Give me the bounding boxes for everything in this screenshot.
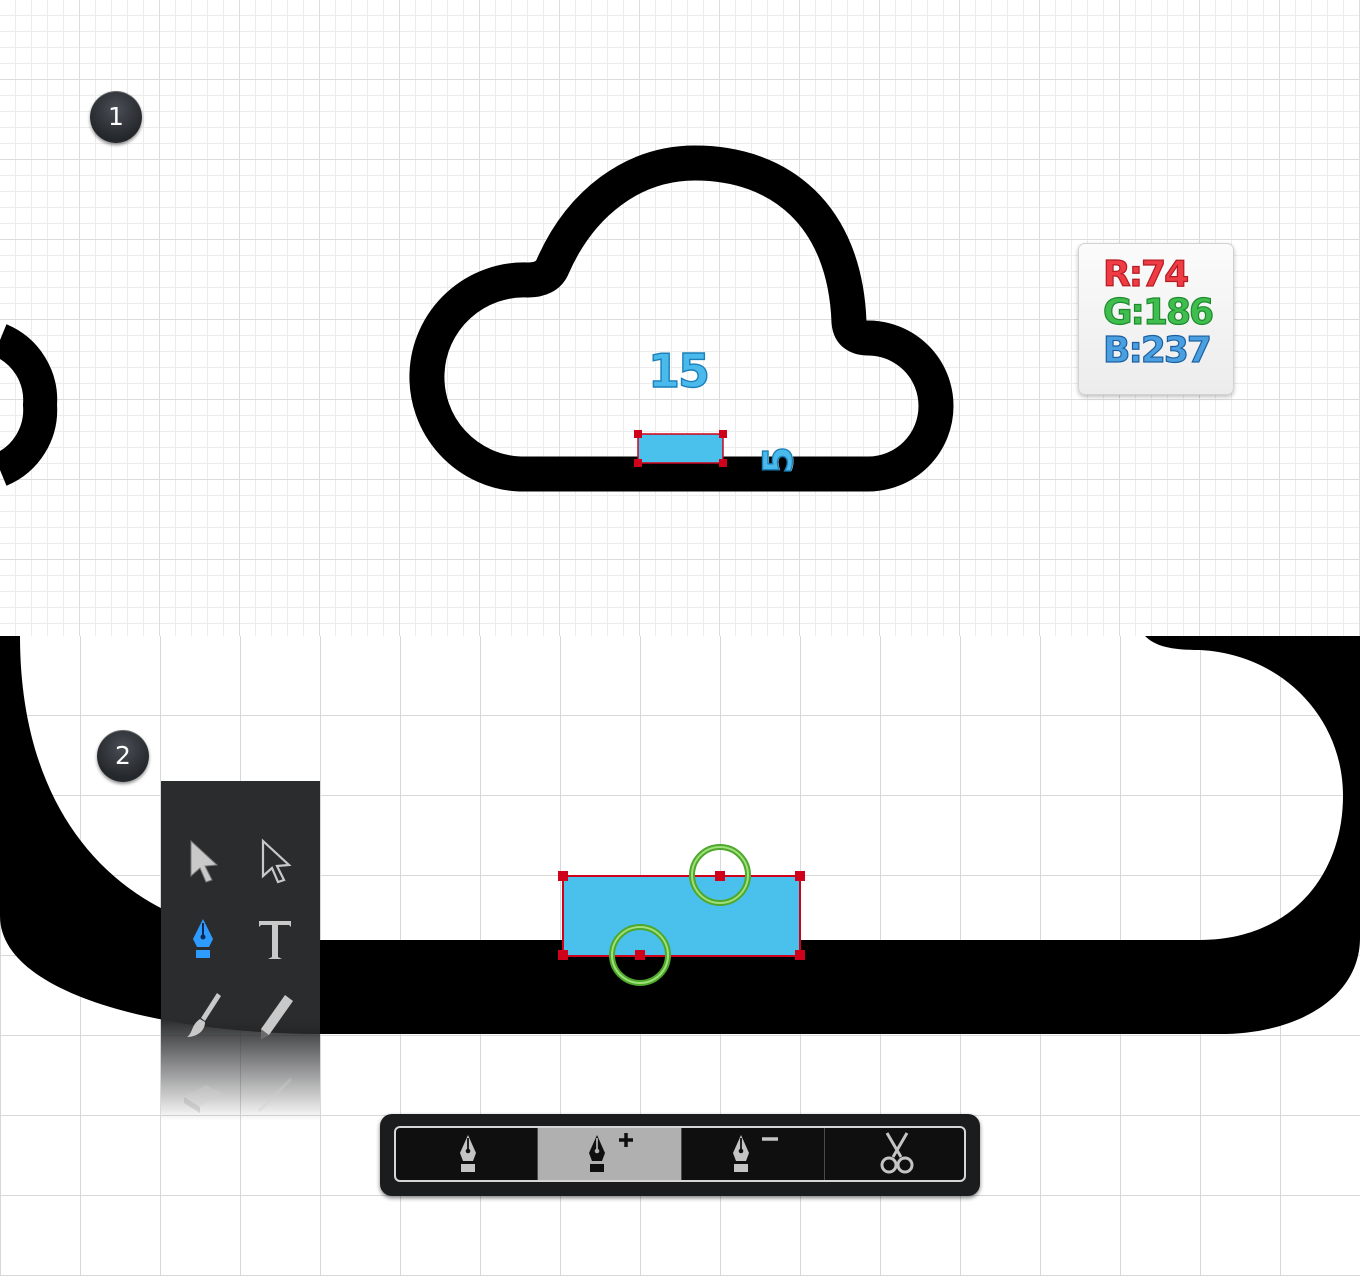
add-anchor-point-button[interactable] (538, 1128, 681, 1180)
step-number-badge: 1 (90, 91, 142, 143)
width-dimension-label: 15 (647, 343, 710, 398)
blue-rectangle[interactable] (562, 875, 801, 957)
blue-rectangle[interactable] (637, 433, 724, 464)
type-tool[interactable] (250, 911, 300, 967)
pen-tool[interactable] (178, 911, 228, 967)
selection-arrow-icon (190, 839, 219, 883)
pen-tool-options-group (394, 1126, 966, 1182)
scissors-button[interactable] (825, 1128, 964, 1180)
step-1-panel: 1 15 5 R:74 G:186 B:237 (0, 0, 1360, 636)
paintbrush-tool[interactable] (178, 989, 228, 1045)
add-anchor-point-icon (588, 1133, 633, 1172)
anchor-point[interactable] (795, 950, 805, 960)
partial-cloud-edge (0, 324, 58, 486)
pen-tool-icon (193, 919, 213, 958)
selection-tool[interactable] (178, 833, 228, 889)
divider (681, 1128, 682, 1180)
step-1-artwork (0, 145, 954, 492)
red-value: R:74 (1102, 254, 1189, 295)
green-value: G:186 (1102, 292, 1214, 333)
blue-value: B:237 (1102, 330, 1212, 371)
type-tool-icon (259, 921, 291, 959)
pen-nib-icon (459, 1135, 476, 1172)
step-number-badge: 2 (97, 730, 149, 782)
tools-panel (161, 781, 320, 1121)
height-dimension-label: 5 (755, 445, 802, 474)
anchor-point[interactable] (795, 871, 805, 881)
rgb-color-card: R:74 G:186 B:237 (1078, 243, 1234, 395)
eraser-tool[interactable] (178, 1067, 228, 1123)
direct-selection-arrow-icon (261, 838, 292, 884)
line-segment-icon (257, 1077, 293, 1113)
scissors-icon (880, 1132, 913, 1174)
highlight-ring (611, 926, 669, 984)
anchor-point[interactable] (558, 950, 568, 960)
new-anchor-point[interactable] (715, 871, 725, 881)
line-segment-tool[interactable] (250, 1067, 300, 1123)
pencil-tool[interactable] (250, 989, 300, 1045)
anchor-point[interactable] (634, 430, 642, 438)
divider (824, 1128, 825, 1180)
direct-selection-tool[interactable] (250, 833, 300, 889)
pen-tool-options-bar (380, 1114, 980, 1196)
step-2-artwork (0, 636, 1360, 1034)
anchor-point[interactable] (634, 459, 642, 467)
step-2-panel: 2 (0, 636, 1360, 1276)
divider (537, 1128, 538, 1180)
pencil-icon (261, 995, 293, 1039)
anchor-point[interactable] (558, 871, 568, 881)
highlight-ring (691, 846, 749, 904)
anchor-point[interactable] (719, 459, 727, 467)
delete-anchor-point-button[interactable] (682, 1128, 825, 1180)
cloud-outline (409, 145, 954, 492)
delete-anchor-point-icon (732, 1135, 778, 1172)
new-anchor-point[interactable] (635, 950, 645, 960)
paintbrush-icon (187, 993, 221, 1037)
eraser-icon (184, 1085, 222, 1113)
anchor-point[interactable] (719, 430, 727, 438)
pen-tool-button[interactable] (396, 1128, 539, 1180)
